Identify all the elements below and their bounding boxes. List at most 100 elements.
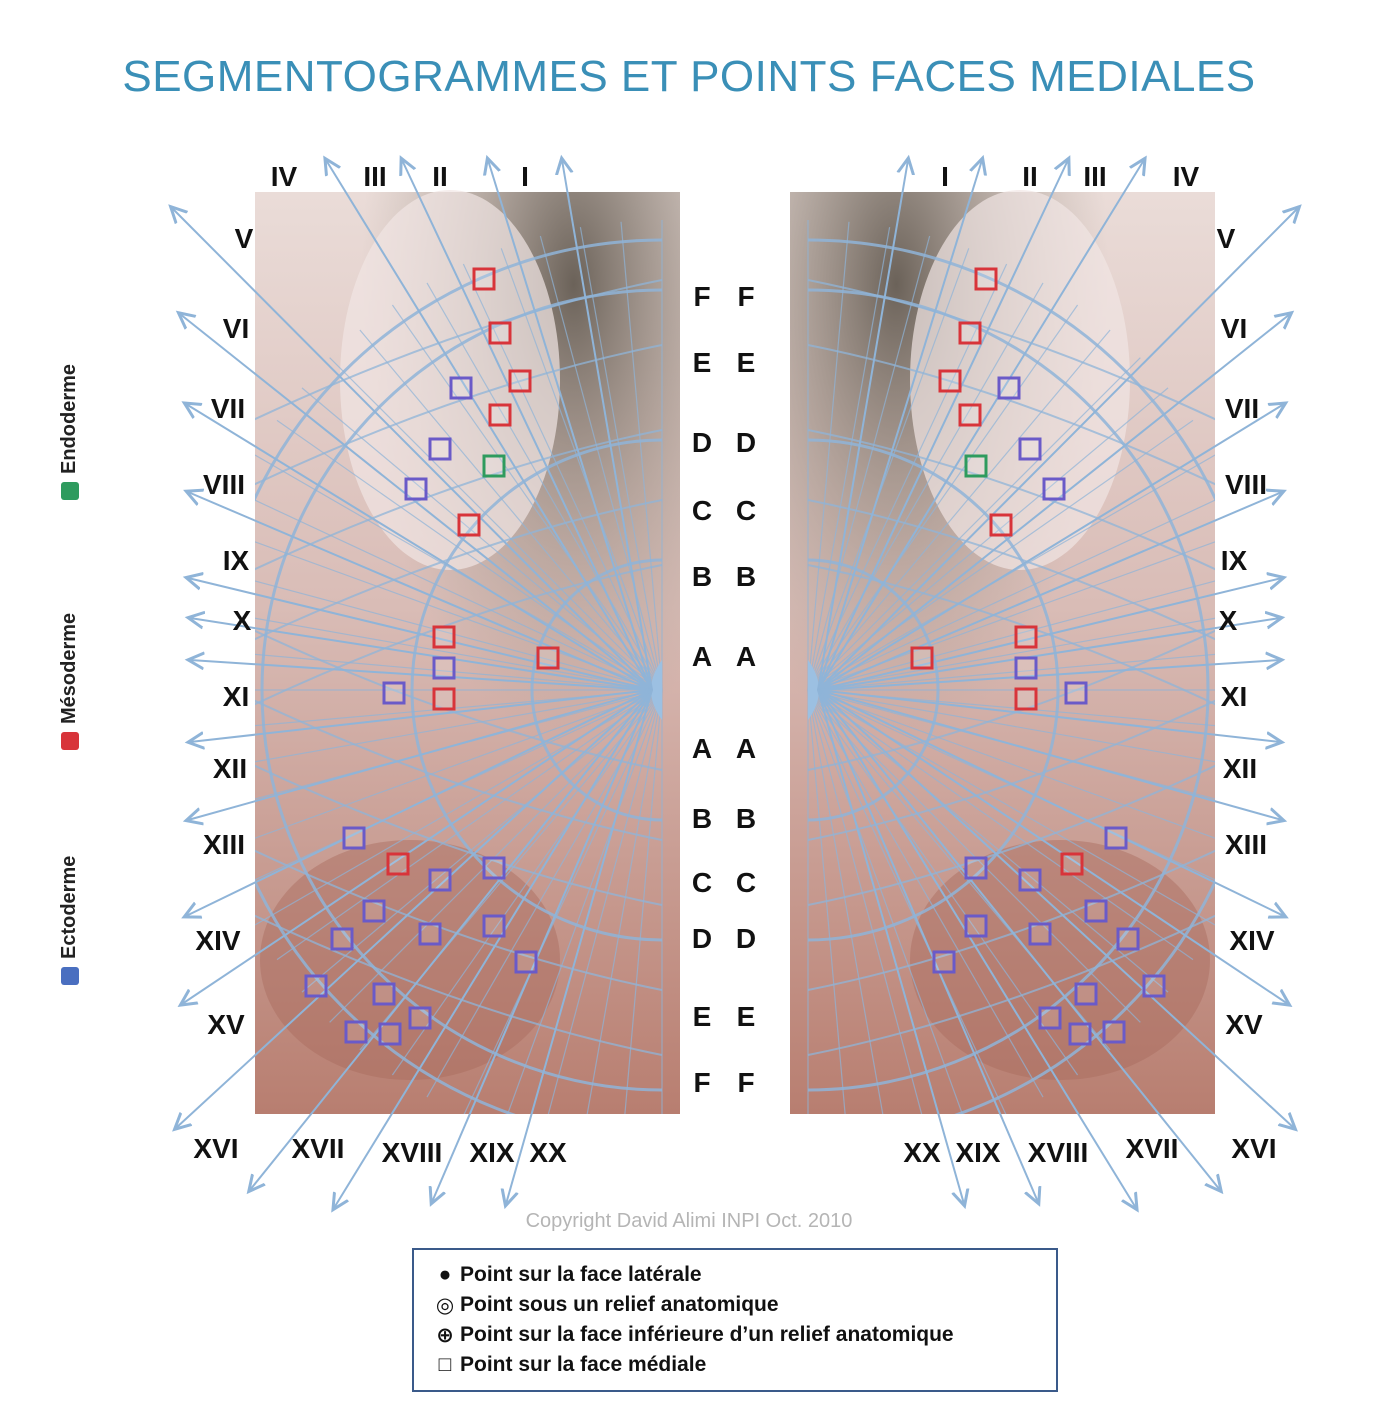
ectoderm-point: [1084, 899, 1108, 923]
ectoderm-point: [344, 1020, 368, 1044]
center-marker: [651, 660, 662, 720]
ectoderm-point: [362, 899, 386, 923]
zone-line: [255, 564, 663, 706]
zone-label: F: [693, 281, 710, 312]
ectoderm-point: [1042, 477, 1066, 501]
grid-spoke: [807, 689, 963, 1114]
grid-spoke: [620, 221, 663, 691]
segment-ray: [188, 492, 653, 691]
grid-spoke: [391, 304, 663, 691]
grid-spoke: [255, 689, 663, 763]
zone-line: [807, 429, 1215, 571]
segment-ray: [250, 689, 653, 1190]
ectoderm-point: [514, 950, 538, 974]
zone-line: [807, 344, 1215, 486]
segment-ray: [817, 689, 1288, 1004]
segment-label: XII: [1223, 753, 1257, 784]
ectoderm-point: [1102, 1020, 1126, 1044]
symbol-legend-row-lateral: ● Point sur la face latérale: [430, 1260, 1040, 1290]
zone-line: [807, 279, 1215, 421]
zone-line: [255, 429, 663, 571]
segment-label: IV: [1173, 161, 1200, 192]
grid-spoke: [329, 357, 663, 691]
segment-ray: [817, 689, 1280, 742]
ectoderm-point: [964, 856, 988, 880]
segment-label: III: [363, 161, 386, 192]
segment-label: XI: [223, 681, 249, 712]
dotted-circle-icon: ◎: [435, 1293, 455, 1317]
grid-spoke: [807, 617, 1215, 691]
segment-label: XV: [1225, 1009, 1263, 1040]
ectoderm-point: [372, 982, 396, 1006]
grid-spoke: [463, 689, 663, 1114]
segment-label: II: [432, 161, 448, 192]
zone-label: D: [692, 427, 712, 458]
grid-spoke: [624, 689, 663, 1114]
symbol-legend-label: Point sur la face inférieure d’un relief…: [460, 1323, 954, 1346]
grid-spoke: [547, 689, 663, 1114]
grid-spoke: [807, 248, 970, 691]
grid-spoke: [807, 419, 1194, 691]
segment-label: X: [1219, 605, 1238, 636]
ectoderm-point: [1074, 982, 1098, 1006]
mesoderm-point: [457, 513, 481, 537]
segment-ray: [186, 404, 653, 691]
grid-spoke: [255, 499, 663, 691]
segment-label: I: [941, 161, 949, 192]
zone-label: E: [693, 347, 712, 378]
zone-line: [807, 699, 1215, 841]
grid-spoke: [301, 689, 663, 993]
segment-label: VIII: [203, 469, 245, 500]
grid-spoke: [276, 689, 663, 961]
grid-spoke: [807, 227, 891, 691]
segment-rays-left: [172, 160, 653, 1208]
ectoderm-point: [1068, 1022, 1092, 1046]
zone-line: [255, 699, 663, 841]
mesoderm-point: [938, 369, 962, 393]
segment-label: IX: [1221, 545, 1248, 576]
segment-label: XIV: [1229, 925, 1274, 956]
zone-label: E: [737, 347, 756, 378]
zone-label: E: [737, 1001, 756, 1032]
mesoderm-point: [1014, 687, 1038, 711]
grid-spoke: [807, 689, 1169, 993]
grid-spoke: [807, 689, 1007, 1114]
ectoderm-point: [482, 856, 506, 880]
grid-spoke: [807, 689, 1194, 961]
segment-ray: [817, 689, 1220, 1190]
grid-spoke: [586, 689, 663, 1114]
ectoderm-point: [342, 826, 366, 850]
grid-spoke: [807, 689, 1079, 1076]
zone-label: F: [737, 281, 754, 312]
segment-label: X: [233, 605, 252, 636]
mesoderm-point: [989, 513, 1013, 537]
ectoderm-point: [1018, 437, 1042, 461]
zone-label: D: [736, 923, 756, 954]
segment-label: XIII: [1225, 829, 1267, 860]
segment-ray: [172, 208, 653, 691]
grid-spoke: [807, 689, 1215, 839]
segment-label: XI: [1221, 681, 1247, 712]
mesoderm-point: [974, 267, 998, 291]
zone-label: B: [736, 561, 756, 592]
segment-ray: [817, 689, 1038, 1202]
segment-ray: [817, 689, 1294, 1128]
zone-line: [807, 849, 1215, 991]
ectoderm-point: [408, 1006, 432, 1030]
zone-line: [807, 764, 1215, 906]
segment-ray: [402, 160, 653, 691]
segment-ray: [817, 208, 1298, 691]
ectoderm-point: [378, 1022, 402, 1046]
grid-spoke: [807, 357, 1141, 691]
symbol-legend-row-medial: □ Point sur la face médiale: [430, 1350, 1040, 1380]
mesoderm-point: [1060, 852, 1084, 876]
grid-spoke: [539, 235, 663, 691]
grid-spoke: [391, 689, 663, 1076]
mesoderm-point: [472, 267, 496, 291]
segment-ray: [176, 689, 653, 1128]
ectoderm-point: [449, 376, 473, 400]
segment-label: VII: [1225, 393, 1259, 424]
mesoderm-point: [508, 369, 532, 393]
ectoderm-point: [1014, 656, 1038, 680]
